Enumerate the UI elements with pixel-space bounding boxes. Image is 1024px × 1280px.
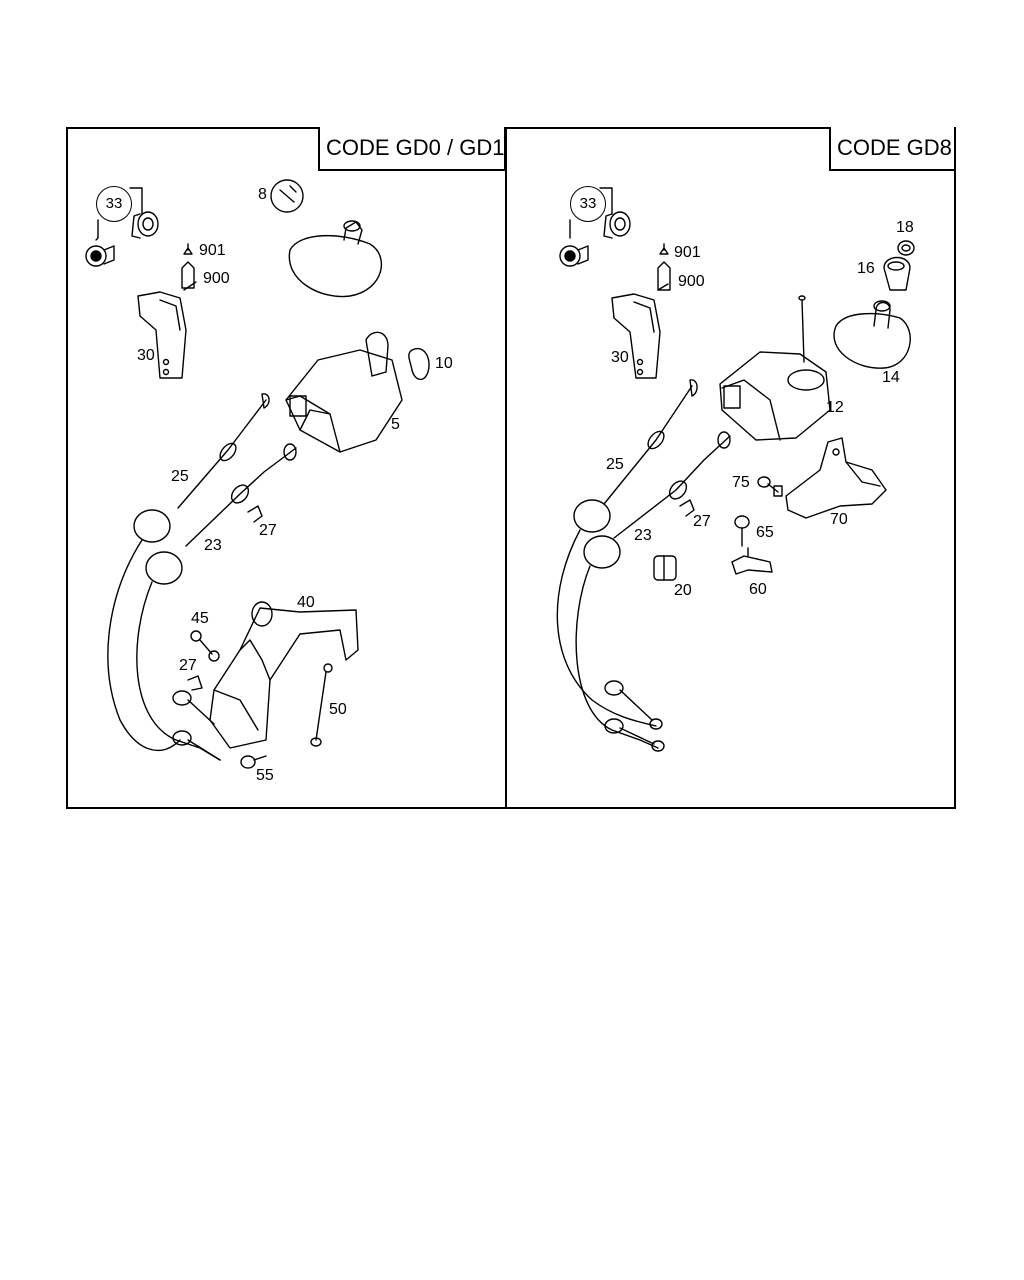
- part-75-bolt-right: [757, 476, 783, 497]
- callout-27-right: 27: [693, 513, 711, 530]
- part-12-shifter-right: [719, 295, 831, 441]
- part-60-clamp-right: [731, 547, 773, 575]
- cable-ends-left: [172, 690, 221, 761]
- callout-12-right: 12: [826, 399, 844, 416]
- part-25-cable-right: [556, 379, 698, 727]
- part-33-bushing-left: [85, 187, 159, 267]
- part-14-boot-right: [833, 300, 911, 369]
- part-901-900-left: [181, 243, 195, 289]
- callout-901-right: 901: [674, 244, 701, 261]
- part-10-cap-left: [408, 347, 430, 380]
- part-30-bracket-left: [137, 281, 197, 379]
- panel-divider: [505, 127, 507, 809]
- diagram-frame: [66, 127, 956, 809]
- callout-25-left: 25: [171, 468, 189, 485]
- callout-5-left: 5: [391, 416, 400, 433]
- part-50-rod-left: [310, 663, 333, 747]
- part-23-cable-right: [575, 431, 731, 749]
- part-25-cable-left: [107, 393, 270, 751]
- part-65-bolt-right: [734, 515, 750, 547]
- part-16-knob-right: [883, 256, 911, 291]
- callout-900-left: 900: [203, 270, 230, 287]
- callout-33-right: 33: [570, 186, 606, 222]
- part-23-cable-left: [136, 443, 297, 761]
- callout-40-left: 40: [297, 594, 315, 611]
- part-8-boot-left: [270, 179, 383, 298]
- callout-45-left: 45: [191, 610, 209, 627]
- callout-27-left: 27: [259, 522, 277, 539]
- code-label-right: CODE GD8: [829, 127, 956, 171]
- callout-30-left: 30: [137, 347, 155, 364]
- callout-18-right: 18: [896, 219, 914, 236]
- callout-27b-left: 27: [179, 657, 197, 674]
- callout-14-right: 14: [882, 369, 900, 386]
- part-70-bracket-right: [785, 437, 887, 519]
- part-901-900-right: [657, 243, 671, 291]
- callout-60-right: 60: [749, 581, 767, 598]
- part-33-bushing-right: [559, 187, 631, 267]
- part-40-lever-left: [209, 601, 359, 749]
- callout-20-right: 20: [674, 582, 692, 599]
- part-18-nut-right: [897, 240, 915, 256]
- callout-23-right: 23: [634, 527, 652, 544]
- callout-75-right: 75: [732, 474, 750, 491]
- callout-70-right: 70: [830, 511, 848, 528]
- callout-8-left: 8: [258, 186, 267, 203]
- part-27-clip-left: [247, 505, 263, 523]
- callout-33-left: 33: [96, 186, 132, 222]
- callout-55-left: 55: [256, 767, 274, 784]
- callout-900-right: 900: [678, 273, 705, 290]
- callout-10-left: 10: [435, 355, 453, 372]
- callout-23-left: 23: [204, 537, 222, 554]
- callout-50-left: 50: [329, 701, 347, 718]
- callout-25-right: 25: [606, 456, 624, 473]
- part-55-bolt-left: [240, 755, 267, 769]
- part-30-bracket-right: [611, 283, 669, 379]
- cable-ends-right: [604, 680, 665, 752]
- callout-901-left: 901: [199, 242, 226, 259]
- callout-30-right: 30: [611, 349, 629, 366]
- part-27-clip-right: [679, 499, 695, 517]
- callout-16-right: 16: [857, 260, 875, 277]
- part-20-bushing-right: [653, 555, 677, 581]
- part-27-clip2-left: [187, 675, 203, 691]
- part-5-shifter-left: [285, 331, 403, 453]
- callout-65-right: 65: [756, 524, 774, 541]
- part-45-pin-left: [190, 630, 220, 662]
- code-label-left: CODE GD0 / GD1: [318, 127, 506, 171]
